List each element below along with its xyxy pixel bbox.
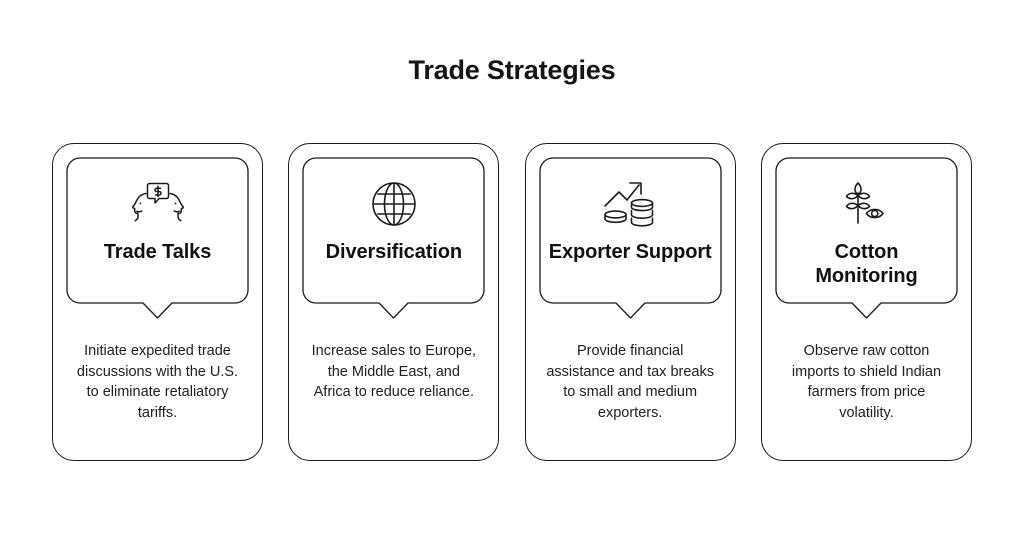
card-heading: Cotton Monitoring: [815, 241, 918, 287]
speech-bubble-content: Cotton Monitoring: [775, 157, 958, 304]
speech-bubble-panel: Trade Talks: [66, 157, 249, 319]
plant-eye-icon: [835, 175, 897, 233]
strategy-card: Exporter Support Provide financial assis…: [524, 143, 736, 461]
card-heading: Diversification: [325, 241, 462, 263]
speech-bubble-outline: [775, 157, 958, 319]
card-heading: Trade Talks: [103, 241, 212, 263]
strategy-card-list: Trade Talks Initiate expedited trade dis…: [52, 143, 972, 461]
growth-coins-icon: [599, 175, 661, 233]
strategy-card: Trade Talks Initiate expedited trade dis…: [52, 143, 263, 461]
card-body-text: Provide financial assistance and tax bre…: [546, 343, 714, 421]
speech-bubble-content: Exporter Support: [539, 157, 722, 304]
card-body-text: Observe raw cotton imports to shield Ind…: [791, 343, 942, 421]
speech-bubble-panel: Exporter Support: [539, 157, 722, 319]
trade-talks-icon: [127, 175, 189, 233]
speech-bubble-outline: [539, 157, 722, 319]
globe-icon: [363, 175, 425, 233]
card-body-text: Increase sales to Europe, the Middle Eas…: [311, 343, 477, 400]
speech-bubble-content: Diversification: [302, 157, 485, 304]
strategy-card: Diversification Increase sales to Europe…: [288, 143, 500, 461]
card-heading: Exporter Support: [548, 241, 712, 263]
speech-bubble-outline: [66, 157, 249, 319]
page-title: Trade Strategies: [408, 55, 616, 85]
speech-bubble-panel: Cotton Monitoring: [775, 157, 958, 319]
speech-bubble-content: Trade Talks: [66, 157, 249, 304]
strategy-card: Cotton Monitoring Observe raw cotton imp…: [760, 143, 972, 461]
card-body-text: Initiate expedited trade discussions wit…: [76, 343, 239, 421]
speech-bubble-outline: [302, 157, 485, 319]
speech-bubble-panel: Diversification: [302, 157, 485, 319]
